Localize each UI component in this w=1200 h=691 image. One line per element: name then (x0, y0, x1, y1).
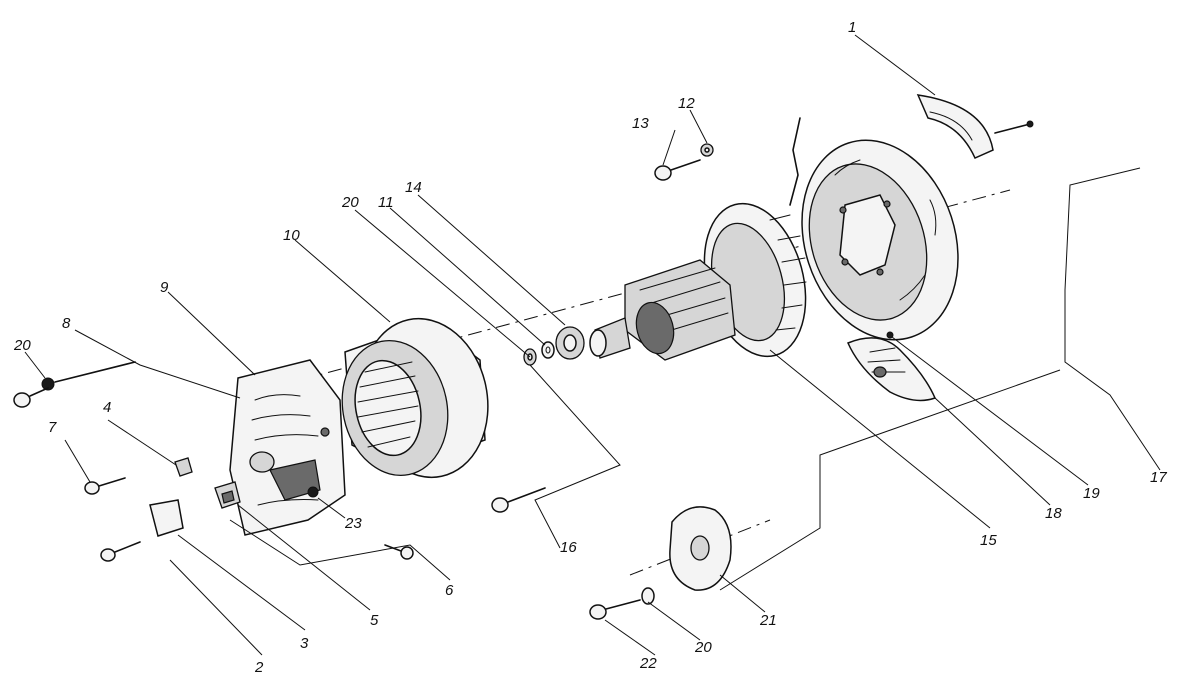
part-9-front-end-plate (229, 359, 346, 536)
part-11-washer (541, 341, 555, 359)
callout-9: 9 (160, 279, 169, 296)
part-22-screw (589, 599, 641, 620)
leader-lines (24, 34, 1161, 656)
callout-6: 6 (445, 582, 454, 599)
part-14-bearing (555, 326, 585, 360)
callout-20-top: 20 (341, 194, 359, 211)
part-8-through-bolt (54, 361, 136, 383)
callout-5: 5 (370, 612, 379, 629)
callout-22: 22 (639, 655, 657, 672)
part-18-nameplate (846, 337, 937, 402)
callout-16: 16 (560, 539, 577, 556)
callout-4: 4 (103, 399, 111, 416)
callout-11: 11 (378, 194, 394, 211)
callout-17: 17 (1150, 469, 1167, 486)
callout-8: 8 (62, 315, 71, 332)
callout-10: 10 (283, 227, 300, 244)
callout-numbers: 1 2 3 4 5 6 7 8 9 10 11 12 13 14 15 16 1… (13, 19, 1167, 676)
callout-21: 21 (759, 612, 777, 629)
brush-lead-wire (789, 117, 801, 206)
callout-3: 3 (300, 635, 309, 652)
part-21-disc-plate (669, 506, 732, 591)
callout-20-bottom: 20 (694, 639, 712, 656)
callout-15: 15 (980, 532, 997, 549)
callout-19: 19 (1083, 485, 1100, 502)
callout-1: 1 (848, 19, 856, 36)
part-16-bolt (491, 487, 546, 513)
part-2-screw (100, 541, 141, 562)
part-10-stator-housing (341, 317, 489, 479)
part-7-screw (84, 477, 126, 495)
part-15-rotor (589, 202, 807, 361)
callout-12: 12 (678, 95, 695, 112)
part-20-washer-bottom (641, 587, 655, 605)
callout-18: 18 (1045, 505, 1062, 522)
callout-14: 14 (405, 179, 422, 196)
callout-13: 13 (632, 115, 649, 132)
part-20-washer-left (13, 377, 55, 408)
part-19-rivet (886, 331, 894, 339)
part-1-cover-plate (916, 94, 1034, 159)
callout-2: 2 (254, 659, 264, 676)
part-17-end-bracket (801, 139, 959, 341)
callout-23: 23 (344, 515, 362, 532)
part-3-cap (149, 499, 184, 537)
part-5-brush-holder (214, 481, 241, 509)
part-13-screw (654, 159, 701, 181)
callout-20-left: 20 (13, 337, 31, 354)
part-4-terminal (174, 457, 193, 477)
callout-7: 7 (48, 419, 57, 436)
part-12-nut (700, 143, 714, 157)
